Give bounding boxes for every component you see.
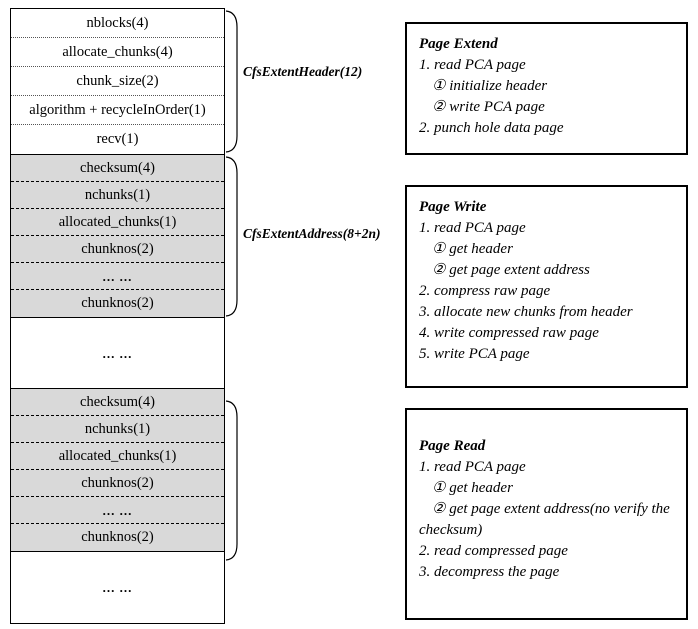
brace-label-address: CfsExtentAddress(8+2n) [243,226,381,241]
row-label: allocate_chunks(4) [62,44,173,60]
panel-line: 3. allocate new chunks from header [419,304,633,320]
panel-page-write: Page Write 1. read PCA page ① get header… [405,185,688,388]
row-label: chunknos(2) [81,475,154,491]
addr1-row-chunknos-first: chunknos(2) [11,236,224,263]
brace-label-header: CfsExtentHeader(12) [243,64,363,79]
panel-line: 3. decompress the page [419,564,560,580]
panel-page-read: Page Read 1. read PCA page ① get header … [405,408,688,620]
brace-address-2 [225,399,239,562]
row-label: algorithm + recycleInOrder(1) [29,102,206,118]
panel-line: ① get header [432,241,513,257]
row-label: ... ... [102,346,133,361]
addr1-row-allocated-chunks: allocated_chunks(1) [11,209,224,236]
addr2-row-allocated-chunks: allocated_chunks(1) [11,443,224,470]
row-label: checksum(4) [80,394,155,410]
panel-line: ② get page extent address(no verify the … [419,501,670,538]
struct-row-algorithm: algorithm + recycleInOrder(1) [11,96,224,125]
row-label: chunknos(2) [81,241,154,257]
addr2-row-ellipsis: ... ... [11,497,224,524]
panel-line: 2. read compressed page [419,543,568,559]
panel-line: ① initialize header [432,78,548,94]
row-label: ... ... [102,580,133,595]
panel-line: 4. write compressed raw page [419,325,599,341]
addr1-row-checksum: checksum(4) [11,155,224,182]
addr2-row-chunknos-last: chunknos(2) [11,524,224,551]
panel-line: ② get page extent address [432,262,590,278]
addr1-row-chunknos-last: chunknos(2) [11,290,224,317]
panel-title: Page Extend [419,36,498,52]
panel-line: 1. read PCA page [419,459,526,475]
struct-row-tail-ellipsis: ... ... [11,551,224,623]
row-label: chunknos(2) [81,529,154,545]
panel-title: Page Write [419,199,487,215]
panel-line: ① get header [432,480,513,496]
row-label: chunk_size(2) [76,73,159,89]
row-label: ... ... [102,503,133,518]
panel-title: Page Read [419,438,486,454]
addr2-row-nchunks: nchunks(1) [11,416,224,443]
panel-line: 1. read PCA page [419,57,526,73]
panel-line: ② write PCA page [432,99,545,115]
row-label: allocated_chunks(1) [58,214,177,230]
addr1-row-nchunks: nchunks(1) [11,182,224,209]
row-label: allocated_chunks(1) [58,448,177,464]
brace-header [225,9,239,154]
addr2-row-chunknos-first: chunknos(2) [11,470,224,497]
addr2-row-checksum: checksum(4) [11,389,224,416]
extent-structure-diagram: nblocks(4) allocate_chunks(4) chunk_size… [10,8,225,624]
panel-line: 1. read PCA page [419,220,526,236]
block-separator [11,154,224,155]
row-label: ... ... [102,269,133,284]
row-label: nchunks(1) [84,421,151,437]
panel-line: 2. punch hole data page [419,120,564,136]
row-label: checksum(4) [80,160,155,176]
struct-row-nblocks: nblocks(4) [11,9,224,38]
row-label: recv(1) [96,131,139,147]
panel-page-extend: Page Extend 1. read PCA page ① initializ… [405,22,688,155]
panel-line: 2. compress raw page [419,283,551,299]
struct-row-allocate-chunks: allocate_chunks(4) [11,38,224,67]
brace-address-1 [225,155,239,318]
row-label: nblocks(4) [86,15,149,31]
row-label: nchunks(1) [84,187,151,203]
struct-row-middle-ellipsis: ... ... [11,317,224,389]
panel-line: 5. write PCA page [419,346,530,362]
row-label: chunknos(2) [81,295,154,311]
struct-row-recv: recv(1) [11,125,224,154]
addr1-row-ellipsis: ... ... [11,263,224,290]
struct-row-chunk-size: chunk_size(2) [11,67,224,96]
